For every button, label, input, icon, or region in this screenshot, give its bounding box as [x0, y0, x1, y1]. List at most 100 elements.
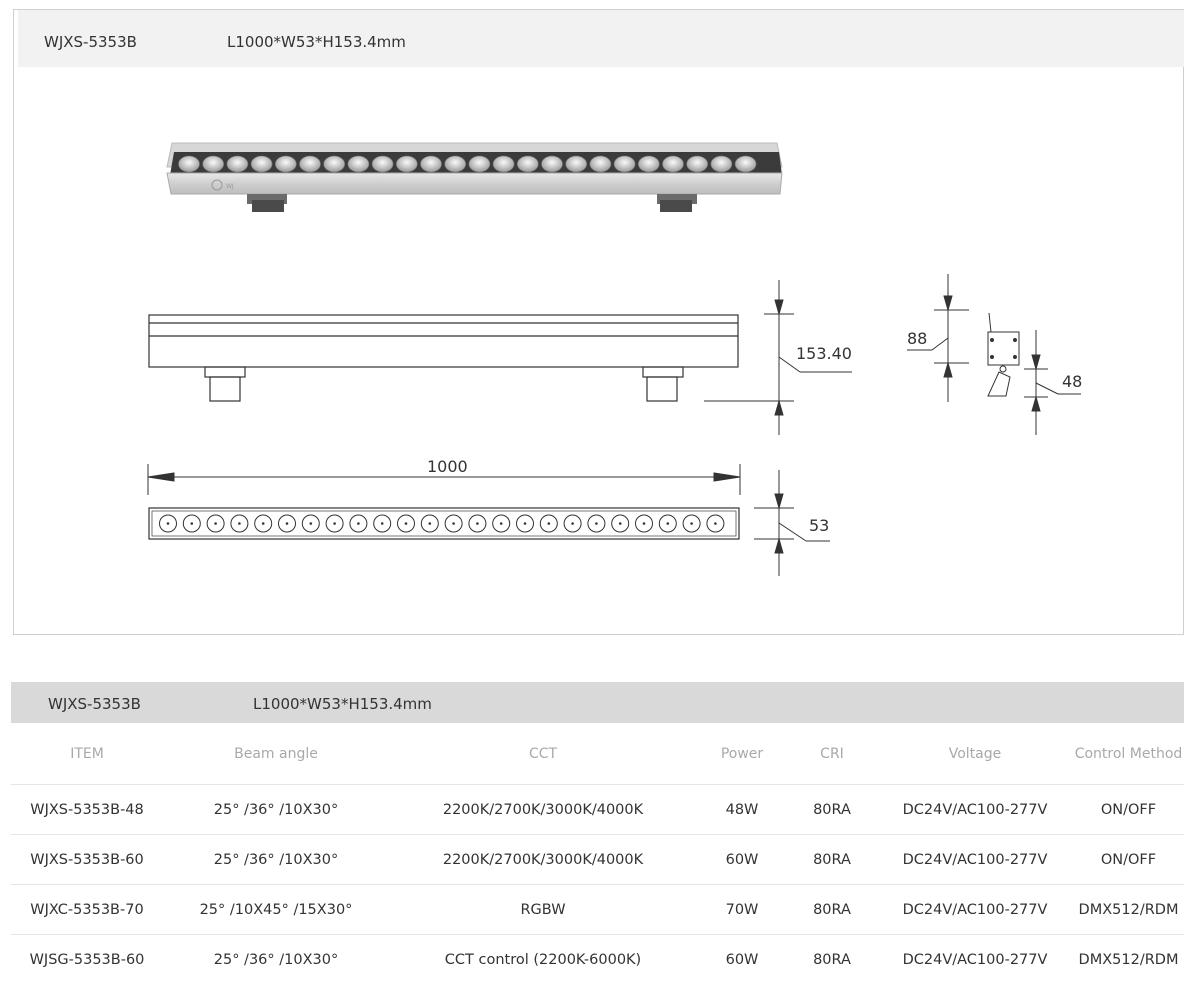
spec-model-name: WJXS-5353B — [48, 695, 141, 713]
photo-lens-icon — [202, 155, 224, 173]
led-lens-icon — [539, 514, 558, 533]
spec-header: WJXS-5353B L1000*W53*H153.4mm — [11, 682, 1184, 723]
column-header: Beam angle — [163, 723, 389, 785]
table-cell: 80RA — [787, 784, 877, 835]
table-cell: 70W — [697, 884, 787, 935]
length-dimension — [147, 464, 741, 495]
table-row: WJSG-5353B-60 25° /36° /10X30° CCT contr… — [11, 935, 1184, 985]
table-cell: 25° /36° /10X30° — [163, 784, 389, 835]
photo-lens-icon — [323, 155, 346, 173]
spec-table-header-row: ITEM Beam angle CCT Power CRI Voltage Co… — [11, 723, 1184, 785]
table-cell: 80RA — [787, 834, 877, 885]
table-cell: 2200K/2700K/3000K/4000K — [389, 784, 697, 835]
photo-lens-icon — [444, 155, 467, 173]
column-header: CCT — [389, 723, 697, 785]
spec-table-section: WJXS-5353B L1000*W53*H153.4mm ITEM Beam … — [11, 682, 1184, 984]
led-lens-icon — [706, 514, 725, 533]
photo-lens-icon — [468, 155, 491, 173]
photo-lens-icon — [541, 155, 563, 173]
photo-lens-icon — [250, 155, 273, 173]
photo-lens-icon — [226, 155, 249, 173]
led-lens-icon — [325, 514, 344, 533]
photo-lens-icon — [299, 155, 321, 173]
table-cell: DMX512/RDM — [1078, 951, 1179, 968]
photo-lens-icon — [347, 155, 370, 173]
side-view — [907, 274, 1081, 435]
table-cell: DC24V/AC100-277V — [877, 884, 1073, 935]
table-cell: WJXS-5353B-60 — [11, 834, 163, 885]
table-cell: DC24V/AC100-277V — [877, 834, 1073, 885]
led-lens-icon — [230, 514, 249, 533]
photo-lens-icon — [395, 155, 418, 173]
table-cell: 2200K/2700K/3000K/4000K — [389, 834, 697, 885]
column-header: CRI — [787, 723, 877, 785]
led-lens-icon — [159, 514, 177, 533]
table-cell: RGBW — [389, 884, 697, 935]
table-cell: DMX512/RDM — [1073, 884, 1184, 935]
column-header: Power — [697, 723, 787, 785]
svg-text:WJ: WJ — [226, 183, 234, 190]
height-dimension-label: 153.40 — [796, 344, 852, 363]
led-lens-icon — [658, 514, 677, 533]
photo-lens-icon — [613, 155, 636, 173]
photo-lens-icon — [734, 155, 757, 173]
panel-model-name: WJXS-5353B — [44, 33, 137, 51]
table-row: WJXS-5353B-48 25° /36° /10X30° 2200K/270… — [11, 784, 1184, 835]
column-header: Voltage — [877, 723, 1073, 785]
photo-lens-icon — [662, 155, 684, 173]
table-row: WJXS-5353B-60 25° /36° /10X30° 2200K/270… — [11, 834, 1184, 885]
photo-lens-icon — [371, 155, 394, 173]
length-dimension-label: 1000 — [427, 457, 468, 476]
table-cell: 25° /10X45° /15X30° — [163, 884, 389, 935]
table-row: WJXC-5353B-70 25° /10X45° /15X30° RGBW 7… — [11, 884, 1184, 935]
photo-lens-icon — [589, 155, 612, 173]
led-lens-icon — [468, 514, 487, 533]
led-lens-icon — [278, 514, 296, 533]
table-cell: WJSG-5353B-60 — [29, 951, 145, 968]
led-lens-icon — [682, 514, 701, 533]
photo-lens-icon — [492, 155, 515, 173]
led-lens-icon — [397, 514, 415, 533]
table-cell: 60W — [725, 951, 759, 968]
led-lens-icon — [373, 514, 392, 533]
table-cell: 25° /36° /10X30° — [213, 951, 339, 968]
photo-lens-icon — [178, 155, 200, 173]
table-cell: CCT control (2200K-6000K) — [444, 951, 642, 968]
table-cell: ON/OFF — [1073, 784, 1184, 835]
height-dimension — [704, 280, 852, 435]
table-cell: 25° /36° /10X30° — [163, 834, 389, 885]
table-cell: 80RA — [787, 884, 877, 935]
led-lens-icon — [516, 514, 534, 533]
panel-dimensions: L1000*W53*H153.4mm — [227, 33, 406, 51]
led-lens-icon — [349, 514, 368, 533]
led-lens-icon — [444, 514, 463, 533]
led-lens-icon — [420, 514, 439, 533]
photo-lens-icon — [710, 155, 733, 173]
table-cell: 80RA — [813, 951, 851, 968]
panel-header: WJXS-5353B L1000*W53*H153.4mm — [18, 10, 1184, 67]
led-lens-icon — [611, 514, 630, 533]
photo-lens-icon — [274, 155, 297, 173]
led-lens-icon — [206, 514, 225, 533]
table-cell: WJXC-5353B-70 — [11, 884, 163, 935]
led-lens-icon — [182, 514, 201, 533]
spec-table: ITEM Beam angle CCT Power CRI Voltage Co… — [11, 723, 1184, 984]
width-dimension — [754, 470, 830, 576]
led-lens-icon — [492, 514, 511, 533]
width-dimension-label: 53 — [809, 516, 829, 535]
column-header: ITEM — [11, 723, 163, 785]
technical-drawing: WJ 153.40 — [147, 142, 1082, 576]
spec-dimensions: L1000*W53*H153.4mm — [253, 695, 432, 713]
side-bracket-label: 48 — [1062, 372, 1082, 391]
front-view — [148, 314, 739, 402]
photo-lens-icon — [420, 155, 442, 173]
led-lens-icon — [563, 514, 582, 533]
product-photo: WJ — [166, 142, 783, 212]
side-height-label: 88 — [907, 329, 927, 348]
table-cell: ON/OFF — [1073, 834, 1184, 885]
product-drawing-panel: WJXS-5353B L1000*W53*H153.4mm WJ — [13, 9, 1184, 635]
table-cell: 48W — [697, 784, 787, 835]
table-cell: DC24V/AC100-277V — [902, 951, 1048, 968]
led-lens-icon — [635, 514, 653, 533]
led-lens-icon — [254, 514, 273, 533]
